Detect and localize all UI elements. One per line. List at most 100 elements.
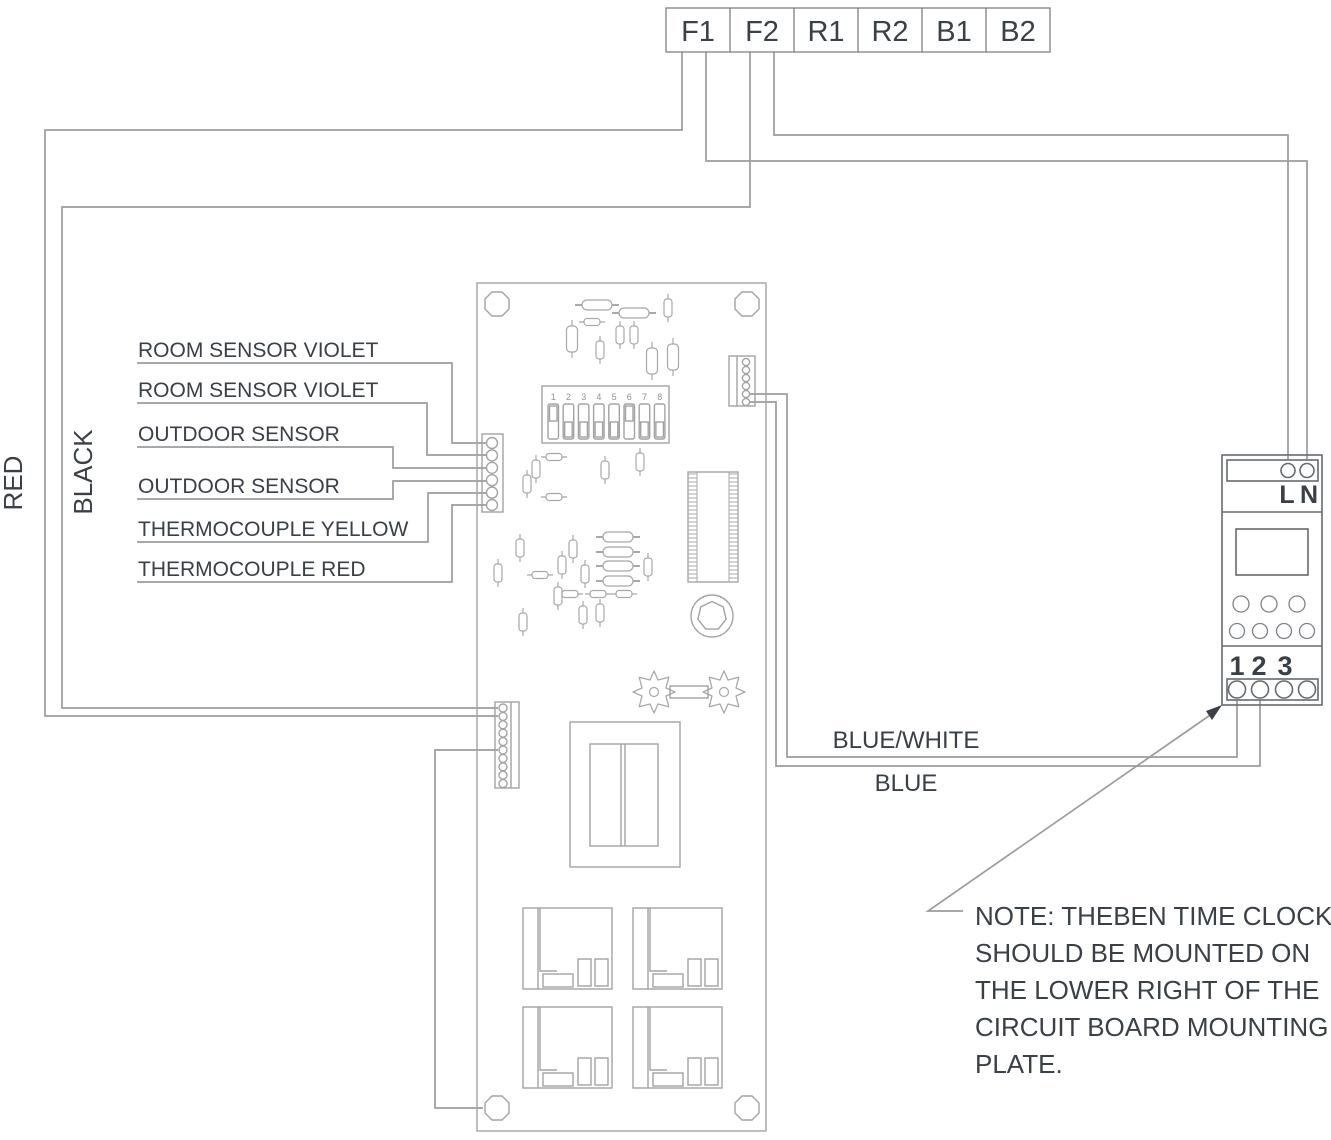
connector-pin — [498, 720, 508, 730]
dip-number-2: 2 — [566, 392, 571, 402]
note-leader-arrowhead — [1206, 705, 1222, 720]
relay-3 — [522, 1006, 613, 1089]
sensor-label-3: OUTDOOR SENSOR — [138, 423, 340, 446]
clock-terminal-1 — [1227, 680, 1247, 699]
dip-number-3: 3 — [581, 392, 586, 402]
connector-pin — [498, 711, 508, 722]
connector-pin — [498, 745, 508, 755]
terminal-cell-f1: F1 — [681, 16, 715, 48]
sensor-label-6: THERMOCOUPLE RED — [138, 558, 366, 581]
note-line-2: SHOULD BE MOUNTED ON — [975, 938, 1310, 968]
terminal-cell-b2: B2 — [1000, 16, 1035, 48]
terminal-cell-f2: F2 — [745, 16, 779, 48]
sensor-connections: ROOM SENSOR VIOLET ROOM SENSOR VIOLET OU… — [137, 339, 486, 583]
clock-terminal-label-l: L — [1279, 481, 1294, 509]
clock-terminal-3 — [1274, 680, 1294, 699]
sensor-label-1: ROOM SENSOR VIOLET — [138, 339, 379, 362]
clock-top-terminal-strip — [1226, 459, 1319, 482]
relay-2 — [632, 907, 723, 990]
note-line-3: THE LOWER RIGHT OF THE — [975, 975, 1319, 1005]
sensor-wire-6 — [137, 504, 486, 583]
sensor-wire-3 — [137, 446, 486, 469]
terminal-block: F1 F2 R1 R2 B1 B2 — [665, 7, 1051, 53]
connector-pin — [741, 365, 751, 375]
black-wire-label: BLACK — [68, 429, 98, 515]
ic-chip — [687, 471, 739, 583]
buzzer-outer — [690, 594, 734, 638]
clock-button[interactable] — [1228, 622, 1246, 640]
buzzer — [690, 594, 734, 638]
connector-pin — [485, 449, 499, 462]
clock-terminal-n — [1299, 462, 1315, 479]
terminal-cell-r2: R2 — [871, 16, 908, 48]
clock-display — [1235, 528, 1309, 576]
sensor-label-5: THERMOCOUPLE YELLOW — [138, 518, 409, 541]
clock-terminal-label-2: 2 — [1251, 651, 1266, 681]
clock-button[interactable] — [1288, 595, 1306, 613]
dip-number-6: 6 — [627, 392, 632, 402]
sensor-label-4: OUTDOOR SENSOR — [138, 475, 340, 498]
connector-pin — [498, 728, 508, 738]
connector-pin — [741, 357, 751, 367]
transformer — [569, 721, 681, 868]
ic-pins-right — [728, 471, 739, 583]
dip-number-7: 7 — [642, 392, 647, 402]
clock-button[interactable] — [1298, 622, 1316, 640]
blue-wire — [749, 401, 1261, 767]
clock-terminal-label-3: 3 — [1277, 651, 1292, 681]
connector-pin — [485, 436, 499, 450]
blue-wire-label: BLUE — [875, 770, 938, 797]
transformer-frame — [569, 721, 681, 868]
clock-button[interactable] — [1251, 622, 1269, 640]
connector-pin — [485, 486, 499, 499]
output-connector — [494, 701, 520, 789]
connector-pin — [498, 778, 508, 789]
red-wire — [44, 52, 683, 717]
dip-number-5: 5 — [612, 392, 617, 402]
time-clock: L N 1 2 3 — [1221, 454, 1323, 706]
f1-to-clock-n-wire — [705, 52, 1308, 459]
sensor-connector — [481, 433, 504, 513]
dip-switch: 1 2 3 4 5 6 7 8 — [541, 385, 670, 444]
buzzer-inner — [697, 600, 727, 630]
wiring — [44, 52, 1308, 1109]
dip-number-1: 1 — [551, 392, 556, 402]
clock-terminal-label-n: N — [1300, 481, 1318, 509]
connector-pin — [741, 373, 751, 383]
blue-white-wire — [749, 393, 1238, 758]
connector-pin — [741, 389, 751, 399]
sensor-wire-5 — [137, 492, 486, 543]
sensor-wire-4 — [137, 480, 486, 500]
clock-button[interactable] — [1275, 622, 1293, 640]
note-line-4: CIRCUIT BOARD MOUNTING — [975, 1012, 1328, 1042]
connector-pin — [498, 770, 508, 780]
connector-pin — [498, 762, 508, 772]
circuit-board-outline — [476, 282, 767, 1132]
clock-button[interactable] — [1232, 595, 1250, 613]
ic-pins-left — [687, 471, 698, 583]
mounting-hole — [734, 1095, 760, 1121]
connector-pin — [498, 703, 508, 713]
mounting-hole — [484, 1095, 510, 1121]
red-wire-label: RED — [0, 456, 28, 511]
clock-terminal-4 — [1297, 680, 1317, 699]
connector-pin — [741, 397, 751, 407]
dip-sliders[interactable] — [547, 403, 666, 440]
black-wire — [61, 52, 751, 709]
sensor-wire-2 — [137, 402, 486, 456]
heatsink-bar — [669, 685, 709, 699]
connector-pin — [485, 498, 499, 512]
circuit-board: 1 2 3 4 5 6 7 8 — [476, 282, 767, 1132]
passive-components-top — [565, 293, 680, 381]
clock-terminal-l — [1280, 462, 1296, 479]
relay-4 — [632, 1006, 723, 1089]
mounting-hole — [484, 291, 510, 317]
note-line-1: NOTE: THEBEN TIME CLOCK — [975, 901, 1331, 931]
ground-wire — [434, 749, 498, 1109]
connector-pin — [485, 474, 499, 487]
clock-button[interactable] — [1260, 595, 1278, 613]
sensor-connector-body — [481, 433, 504, 513]
dip-switch-body — [541, 385, 670, 444]
f2-to-clock-l-wire — [773, 52, 1289, 459]
